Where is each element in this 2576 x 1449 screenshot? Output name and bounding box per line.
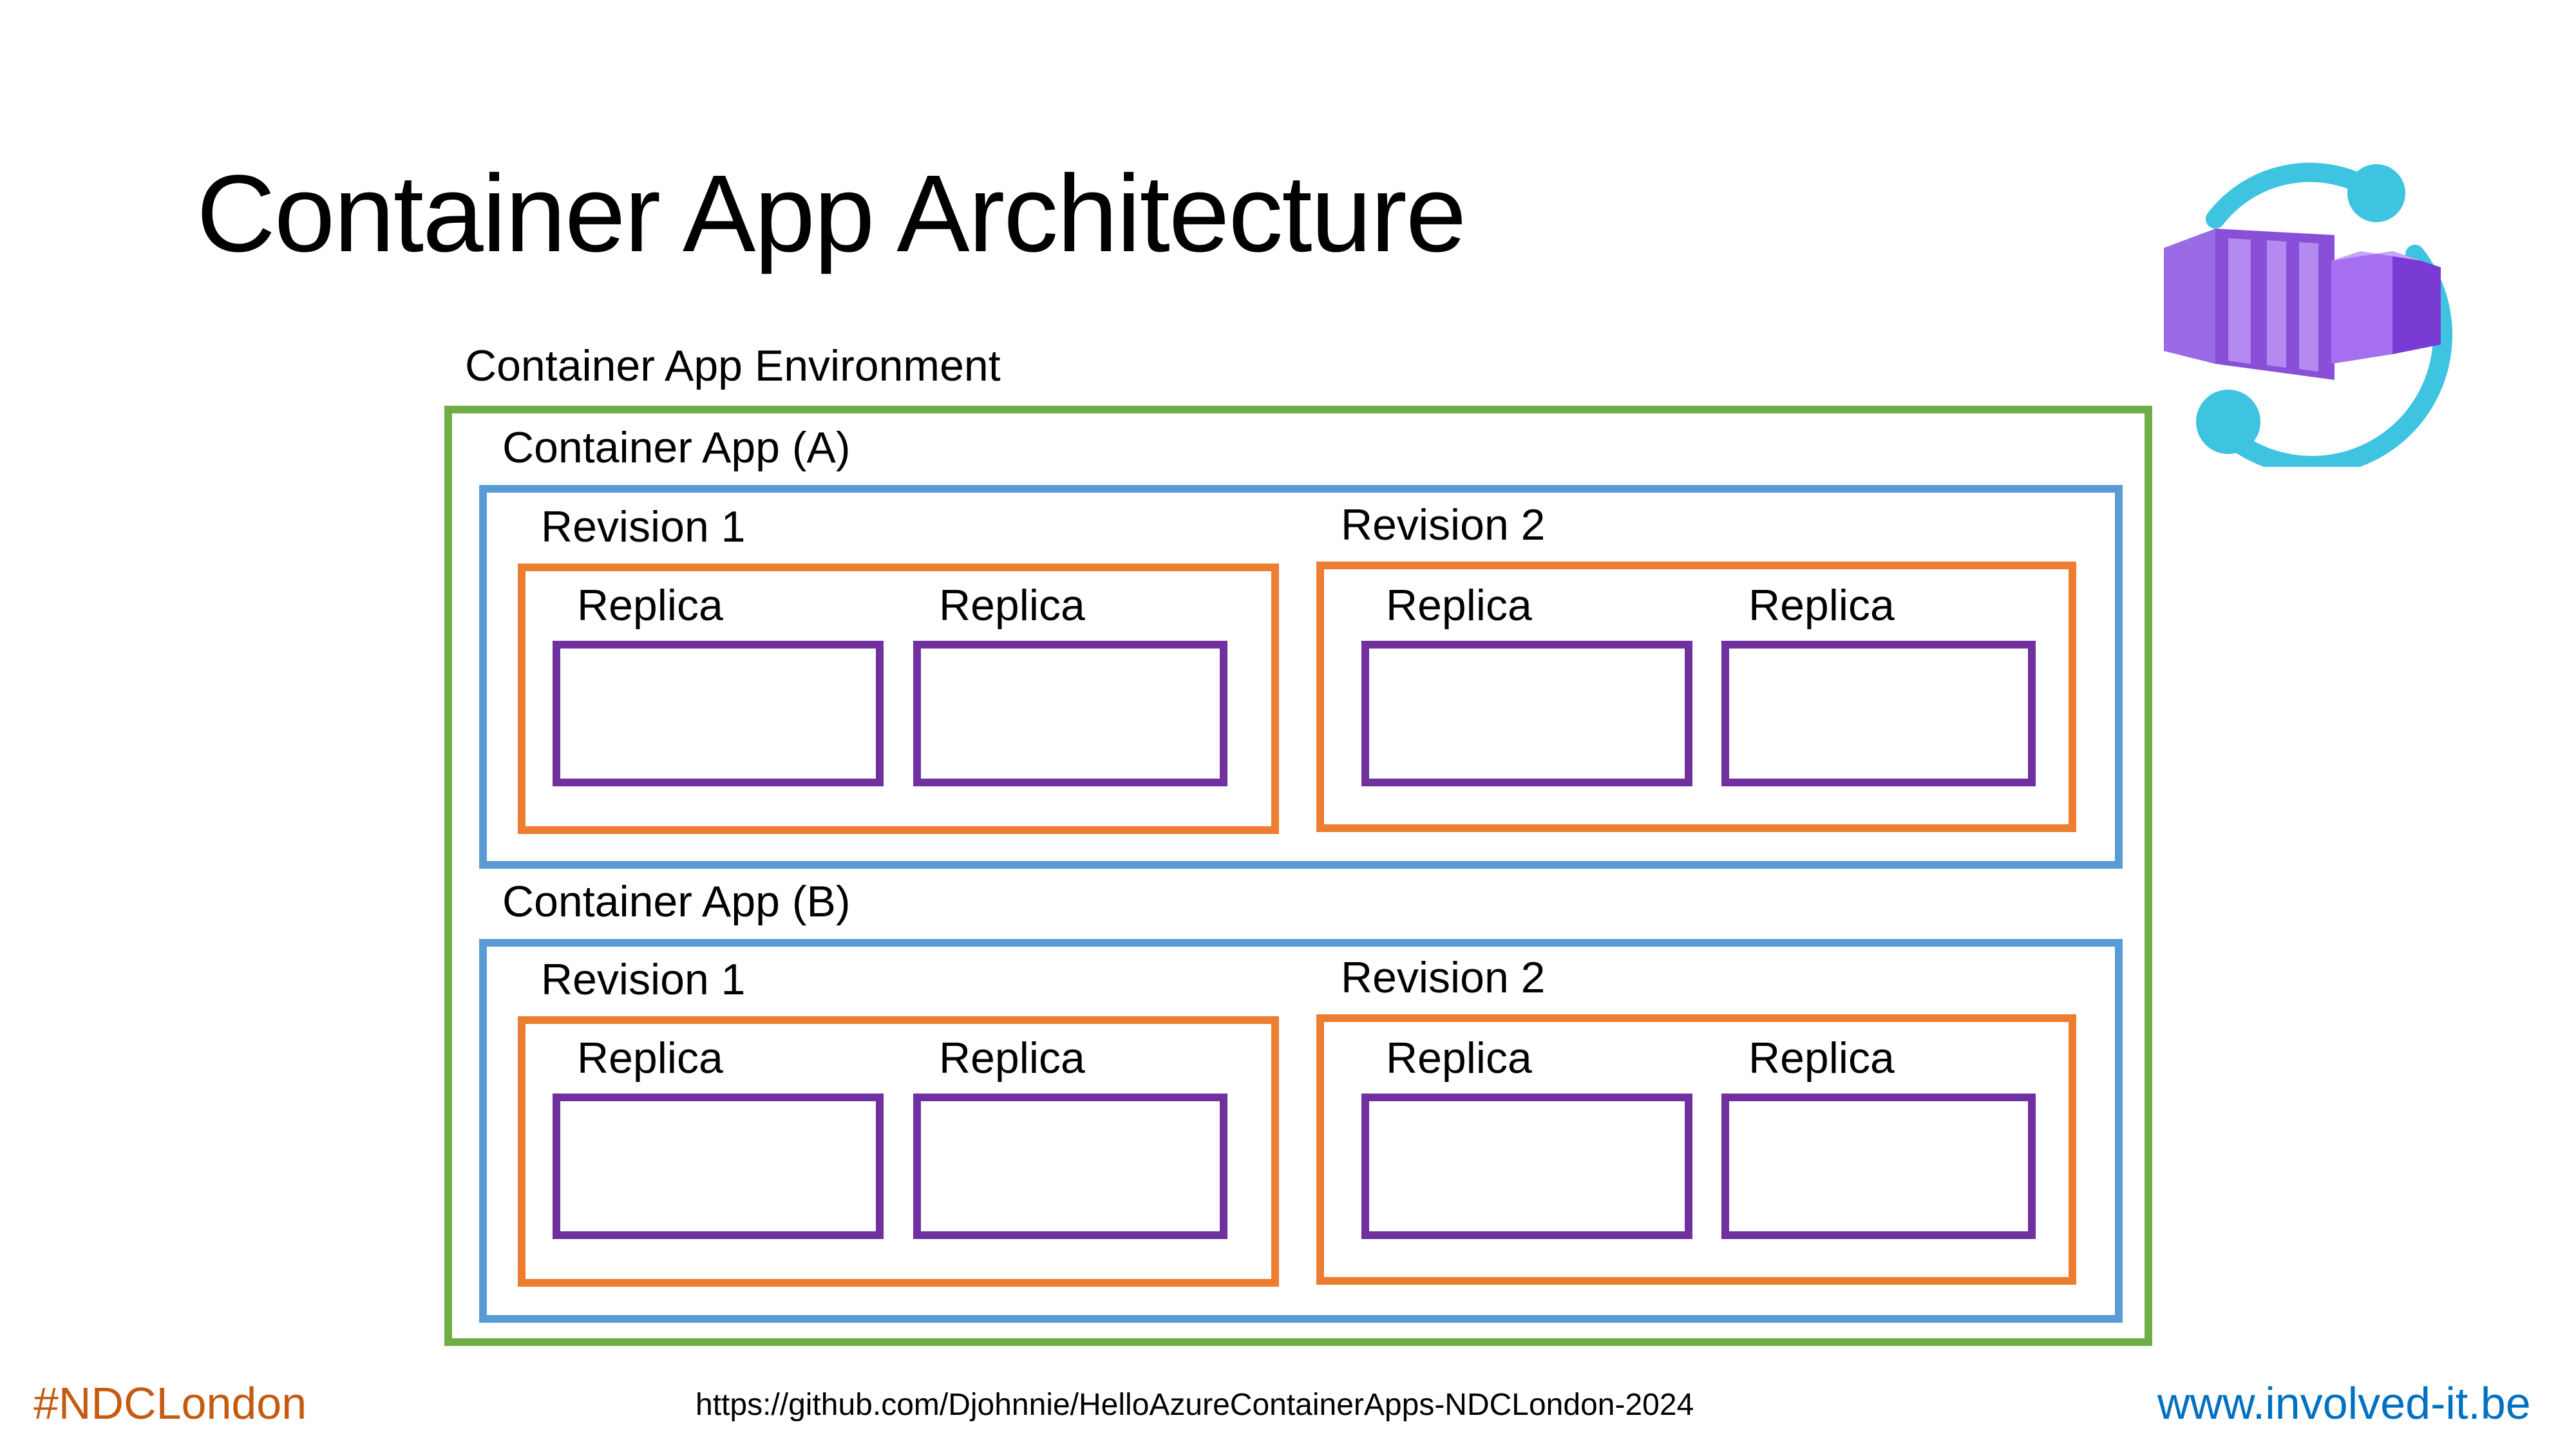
github-url-link[interactable]: https://github.com/Djohnnie/HelloAzureCo… [696, 1388, 1694, 1422]
app-a-rev-2-replica-2-label: Replica [1748, 581, 1895, 630]
app-b-rev-2-replica-1-label: Replica [1386, 1034, 1532, 1083]
app-a-revision-2 [1316, 562, 2076, 832]
container-app-environment [444, 406, 2152, 1346]
container-app-b [479, 939, 2123, 1323]
app-a-revision-2-label: Revision 2 [1341, 500, 1546, 549]
app-b-revision-1 [518, 1016, 1279, 1287]
app-a-rev-1-replica-1 [553, 641, 884, 786]
app-a-revision-1-label: Revision 1 [541, 502, 746, 551]
app-a-rev-1-replica-1-label: Replica [577, 581, 723, 630]
app-a-rev-2-replica-1 [1361, 641, 1692, 786]
app-a-rev-1-replica-2 [913, 641, 1227, 786]
app-a-rev-1-replica-2-label: Replica [939, 581, 1085, 630]
environment-label: Container App Environment [465, 341, 1001, 390]
app-b-rev-2-replica-2 [1721, 1094, 2036, 1239]
container-app-a-label: Container App (A) [502, 423, 851, 472]
app-b-rev-1-replica-1 [553, 1094, 884, 1239]
app-b-rev-1-replica-2-label: Replica [939, 1034, 1085, 1083]
app-b-revision-1-label: Revision 1 [541, 955, 746, 1004]
app-a-rev-2-replica-2 [1721, 641, 2036, 786]
website-link[interactable]: www.involved-it.be [2157, 1378, 2531, 1428]
hashtag-label: #NDCLondon [33, 1378, 307, 1428]
container-app-a [479, 485, 2123, 869]
app-a-revision-1 [518, 564, 1279, 834]
app-b-rev-2-replica-2-label: Replica [1748, 1034, 1895, 1083]
container-app-b-label: Container App (B) [502, 877, 851, 926]
app-b-revision-2-label: Revision 2 [1341, 953, 1546, 1002]
app-b-revision-2 [1316, 1014, 2076, 1285]
app-a-rev-2-replica-1-label: Replica [1386, 581, 1532, 630]
azure-container-apps-icon [2164, 162, 2452, 467]
slide-title: Container App Architecture [196, 153, 1466, 275]
app-b-rev-1-replica-1-label: Replica [577, 1034, 723, 1083]
app-b-rev-1-replica-2 [913, 1094, 1227, 1239]
app-b-rev-2-replica-1 [1361, 1094, 1692, 1239]
